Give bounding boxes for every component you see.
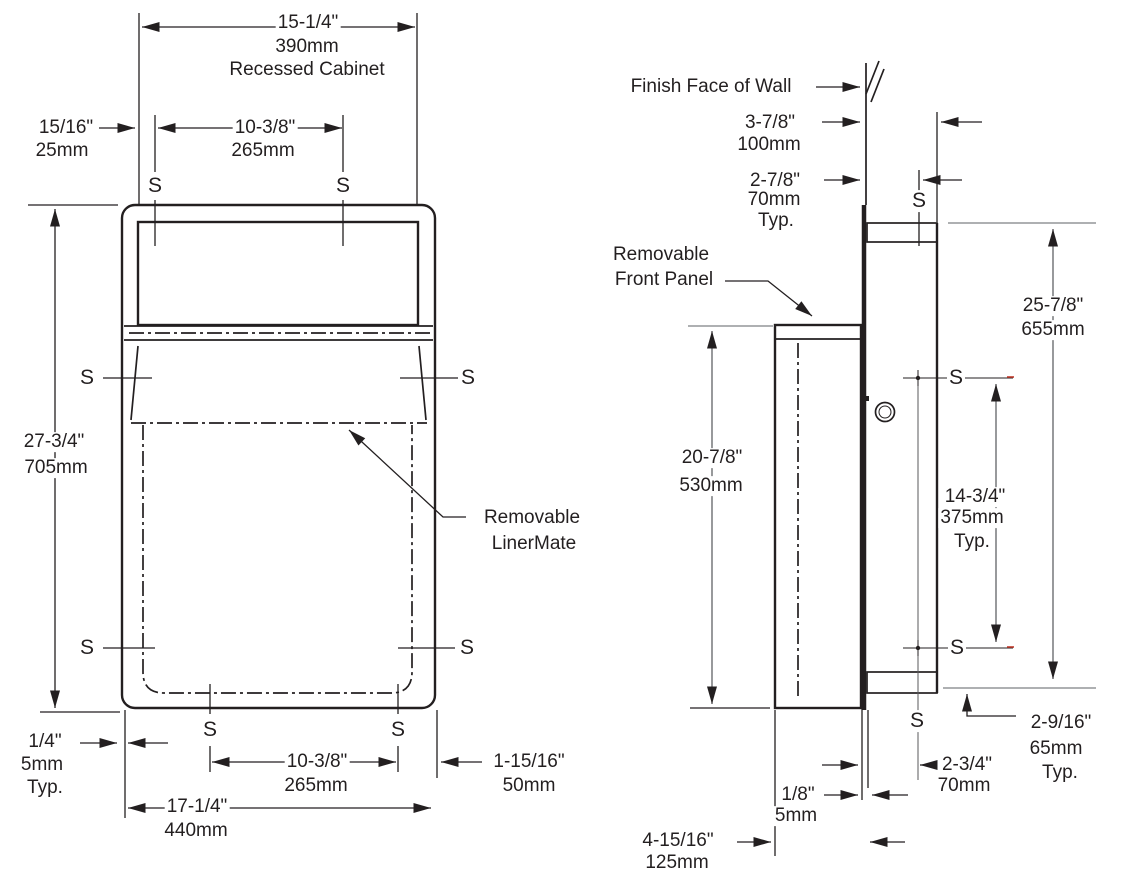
dim-screw-span-bottom-mm: 265mm [282, 775, 350, 797]
dim-bottom-inset-in: 2-9/16" [1028, 712, 1094, 734]
dim-bottom-inset-mm: 65mm [1027, 738, 1085, 760]
lock-cylinder [874, 401, 896, 423]
screw-marker: S [458, 366, 478, 390]
dim-rough-depth-in: 3-7/8" [742, 112, 798, 134]
dim-recess-depth-note: Typ. [756, 210, 796, 232]
wall-label: Finish Face of Wall [628, 76, 794, 98]
dim-panel-depth-mm: 125mm [643, 852, 711, 874]
dim-flange-note: Typ. [25, 777, 65, 799]
dim-panel-depth-in: 4-15/16" [640, 830, 716, 852]
front-cabinet-outline [120, 203, 437, 710]
dim-height-in: 27-3/4" [21, 431, 87, 453]
screw-marker: S [388, 718, 408, 742]
dim-recess-depth-in: 2-7/8" [747, 170, 803, 192]
dim-recessed-width-mm: 390mm [273, 36, 341, 58]
dim-right-inset-in: 1-15/16" [491, 751, 567, 773]
linermate-leader [348, 429, 466, 518]
front-panel-leader [725, 280, 813, 317]
linermate-label-line2: LinerMate [489, 533, 579, 555]
dim-screw-span-in: 14-3/4" [942, 486, 1008, 508]
screw-marker: S [77, 636, 97, 660]
dim-overall-width-in: 17-1/4" [164, 796, 230, 818]
dim-screw-span-top-in: 10-3/8" [232, 117, 298, 139]
dim-panel-height-in: 20-7/8" [679, 447, 745, 469]
dim-screw-span-top-mm: 265mm [229, 140, 297, 162]
dim-panel-height-mm: 530mm [677, 475, 745, 497]
dim-bottom-inset-note: Typ. [1040, 762, 1080, 784]
dim-flange-in: 1/4" [26, 731, 64, 753]
screw-marker: S [77, 366, 97, 390]
front-panel [773, 323, 863, 710]
dim-left-inset-in: 15/16" [36, 117, 96, 139]
linermate-outline [142, 425, 413, 694]
dim-gap-in: 1/8" [779, 784, 817, 806]
dim-screw-span-bottom-in: 10-3/8" [284, 751, 350, 773]
dim-screw-depth-in: 2-3/4" [939, 754, 995, 776]
screw-marker: S [947, 636, 967, 660]
dim-overall-height-in: 25-7/8" [1020, 295, 1086, 317]
dim-recess-depth-mm: 70mm [745, 189, 803, 211]
screw-marker: S [457, 636, 477, 660]
dim-height-mm: 705mm [22, 457, 90, 479]
screw-marker: S [946, 366, 966, 390]
screw-marker: S [200, 718, 220, 742]
dim-right-inset-mm: 50mm [500, 775, 558, 797]
front-panel-label-line2: Front Panel [612, 269, 716, 291]
dim-screw-span-note: Typ. [952, 531, 992, 553]
dim-screw-depth-mm: 70mm [935, 775, 993, 797]
dim-recessed-width-note: Recessed Cabinet [227, 59, 387, 81]
screw-marker: S [333, 174, 353, 198]
front-opening [136, 220, 420, 327]
linermate-label-line1: Removable [481, 507, 583, 529]
dim-recessed-width-in: 15-1/4" [275, 12, 341, 34]
dim-left-inset-mm: 25mm [33, 140, 91, 162]
dim-rough-depth-mm: 100mm [735, 134, 803, 156]
dim-overall-height-mm: 655mm [1019, 319, 1087, 341]
front-panel-label-line1: Removable [610, 244, 712, 266]
screw-marker: S [907, 709, 927, 733]
dim-overall-width-mm: 440mm [162, 820, 230, 842]
dim-gap-mm: 5mm [772, 805, 820, 827]
screw-marker: S [145, 174, 165, 198]
dim-flange-mm: 5mm [18, 754, 66, 776]
dim-screw-span-mm: 375mm [938, 507, 1006, 529]
screw-marker: S [909, 189, 929, 213]
